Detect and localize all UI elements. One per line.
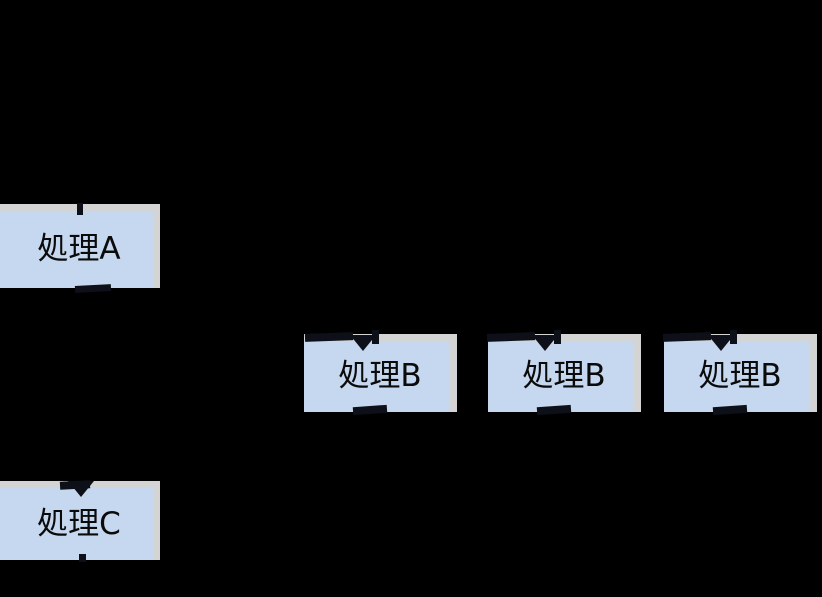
node-label: 処理B bbox=[338, 358, 422, 394]
connector-into-process-b3-stub bbox=[662, 332, 712, 342]
node-bevel-right bbox=[450, 334, 457, 412]
node-label: 処理C bbox=[37, 505, 121, 542]
node-background bbox=[304, 341, 456, 412]
node-bevel-top bbox=[488, 334, 640, 341]
node-background bbox=[0, 488, 160, 560]
node-bevel-right bbox=[153, 481, 160, 560]
node-process-b-2[interactable]: 処理B bbox=[488, 334, 641, 412]
node-bevel-top bbox=[304, 334, 456, 341]
connector-into-process-b2-stub bbox=[486, 332, 536, 342]
connector-into-process-a bbox=[77, 203, 83, 215]
arrowhead-into-process-b2 bbox=[532, 335, 558, 351]
node-label: 処理A bbox=[37, 231, 121, 267]
connector-out-of-process-c bbox=[79, 554, 86, 562]
connector-into-process-b1-stub bbox=[304, 332, 354, 342]
node-process-b-1[interactable]: 処理B bbox=[304, 334, 457, 412]
arrowhead-into-process-b3 bbox=[708, 335, 734, 351]
node-bevel-top bbox=[664, 334, 816, 341]
node-label: 処理B bbox=[522, 358, 606, 394]
connector-out-of-process-b1 bbox=[352, 404, 388, 416]
connector-out-of-process-b3 bbox=[712, 404, 748, 416]
node-label: 処理B bbox=[698, 358, 782, 394]
node-bevel-right bbox=[810, 334, 817, 412]
node-bevel-right bbox=[153, 204, 160, 288]
node-bevel-right bbox=[634, 334, 641, 412]
node-process-c[interactable]: 処理C bbox=[0, 481, 160, 560]
node-background bbox=[488, 341, 640, 412]
arrowhead-into-process-b1 bbox=[350, 335, 376, 351]
node-process-a[interactable]: 処理A bbox=[0, 204, 160, 288]
connector-out-of-process-a bbox=[74, 284, 112, 293]
node-background bbox=[664, 341, 816, 412]
connector-into-process-c bbox=[59, 480, 91, 490]
connector-out-of-process-b2 bbox=[536, 404, 572, 416]
node-background bbox=[0, 211, 160, 288]
node-process-b-3[interactable]: 処理B bbox=[664, 334, 817, 412]
